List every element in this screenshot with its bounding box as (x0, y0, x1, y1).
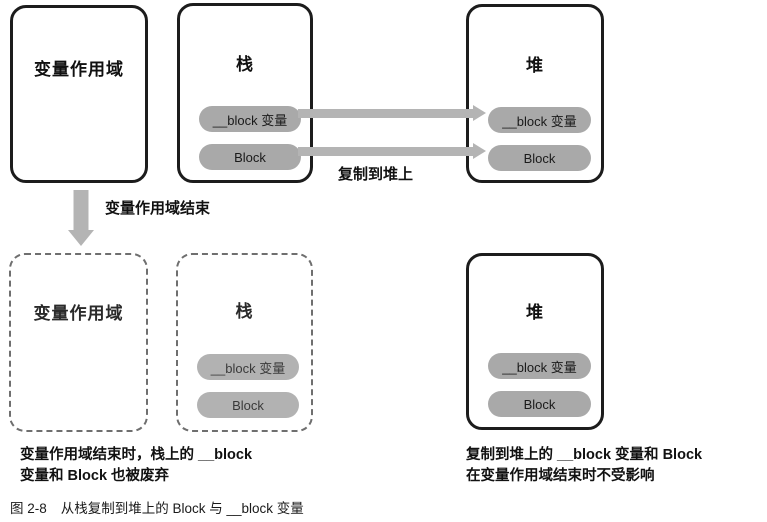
right-explanation-note: 复制到堆上的 __block 变量和 Block 在变量作用域结束时不受影响 (466, 445, 766, 487)
scope-end-arrow (66, 190, 96, 246)
top-heap-box: 堆 __block 变量 Block (466, 4, 604, 183)
bottom-heap-block-pill: Block (488, 391, 591, 417)
copy-to-heap-label: 复制到堆上 (338, 166, 414, 183)
bottom-variable-scope-title: 变量作用域 (33, 304, 124, 323)
bottom-stack-block-pill: Block (197, 392, 299, 418)
right-note-line-2: 在变量作用域结束时不受影响 (466, 468, 655, 484)
bottom-stack-title: 栈 (235, 302, 254, 321)
top-heap-title: 堆 (526, 56, 544, 75)
left-note-line-1: 变量作用域结束时，栈上的 __block (20, 447, 253, 463)
right-note-line-1: 复制到堆上的 __block 变量和 Block (466, 447, 703, 463)
top-heap-block-pill: Block (488, 145, 591, 171)
left-explanation-note: 变量作用域结束时，栈上的 __block 变量和 Block 也被废弃 (20, 445, 360, 487)
bottom-heap-block-variable-pill: __block 变量 (488, 353, 591, 379)
bottom-heap-box: 堆 __block 变量 Block (466, 253, 604, 430)
bottom-stack-box: 栈 __block 变量 Block (176, 253, 313, 432)
top-heap-block-variable-pill: __block 变量 (488, 107, 591, 133)
top-stack-block-pill: Block (199, 144, 301, 170)
top-variable-scope-title: 变量作用域 (34, 60, 124, 79)
scope-end-label: 变量作用域结束 (105, 200, 211, 217)
bottom-variable-scope-box: 变量作用域 (9, 253, 148, 432)
top-variable-scope-box: 变量作用域 (10, 5, 148, 183)
figure-caption: 图 2-8 从栈复制到堆上的 Block 与 __block 变量 (10, 497, 304, 517)
copy-block-variable-arrow (298, 105, 486, 121)
figure-caption-number: 图 2-8 (10, 501, 47, 516)
figure-caption-text: 从栈复制到堆上的 Block 与 __block 变量 (60, 501, 304, 516)
top-stack-box: 栈 __block 变量 Block (177, 3, 313, 183)
top-stack-block-variable-pill: __block 变量 (199, 106, 301, 132)
bottom-stack-block-variable-pill: __block 变量 (197, 354, 299, 380)
bottom-heap-title: 堆 (526, 303, 544, 322)
left-note-line-2: 变量和 Block 也被废弃 (20, 468, 170, 484)
copy-block-arrow (298, 143, 486, 159)
top-stack-title: 栈 (236, 55, 254, 74)
